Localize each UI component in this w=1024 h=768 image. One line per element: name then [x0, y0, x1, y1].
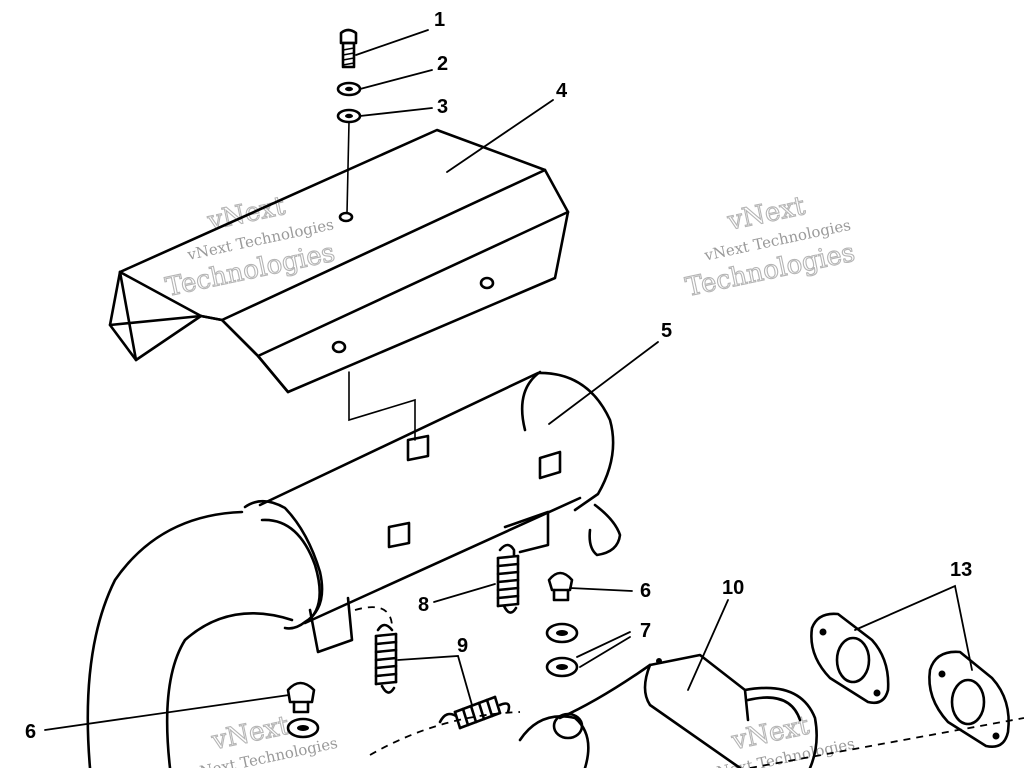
watermark-top-right: vNext vNext Technologies Technologies: [682, 191, 858, 304]
watermark-bottom-right: vNext vNext Technologies: [706, 710, 856, 768]
leader-lines: [44, 29, 973, 731]
callout-4: 4: [556, 80, 568, 102]
callout-2: 2: [437, 53, 448, 75]
part-spring-lower: [438, 695, 511, 730]
callout-6-lower: 6: [25, 721, 36, 743]
callout-7: 7: [640, 620, 651, 642]
part-spring-upper: [496, 543, 520, 614]
part-lock-washer: [336, 81, 362, 97]
callout-labels: 1 2 3 4 5 6 7 8 9 10 13 6: [25, 9, 972, 743]
callout-1: 1: [434, 9, 445, 31]
callout-8: 8: [418, 594, 429, 616]
part-muffler: [243, 370, 622, 654]
part-bolt: [339, 28, 358, 69]
part-spring-middle: [374, 623, 398, 694]
callout-6-upper: 6: [640, 580, 651, 602]
callout-5: 5: [661, 320, 672, 342]
callout-3: 3: [437, 96, 448, 118]
part-y-pipe: [518, 653, 818, 768]
part-grommet-lower: [286, 681, 316, 714]
callout-13: 13: [950, 559, 972, 581]
shield-bolt-hole: [338, 211, 354, 223]
shield-to-muffler-line: [348, 371, 416, 441]
part-grommet-upper: [547, 571, 574, 602]
part-gasket-lower: [928, 650, 1010, 748]
part-gasket-upper: [810, 612, 890, 705]
watermark-top-left: vNext vNext Technologies Technologies: [162, 191, 338, 304]
part-flat-washer: [336, 108, 362, 124]
bolt-axis-line: [346, 121, 350, 214]
part-washers: [286, 622, 579, 739]
callout-9: 9: [457, 635, 468, 657]
part-header-pipe: [86, 510, 521, 768]
callout-10: 10: [722, 577, 744, 599]
part-heat-shield: [108, 128, 570, 394]
watermark-bottom-left: vNext vNext Technologies: [189, 710, 339, 768]
